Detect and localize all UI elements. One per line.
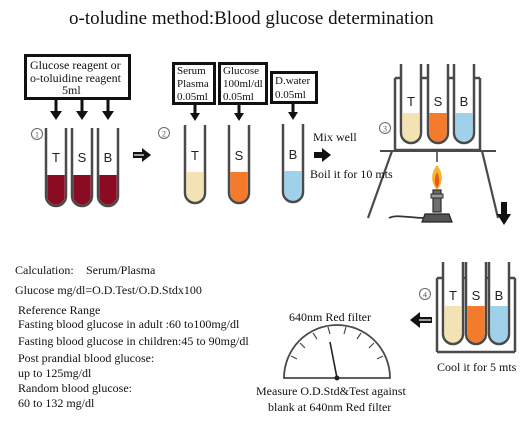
step4-number-badge: 4 [419, 288, 431, 300]
tube-2-blank: B [281, 124, 305, 204]
serum-volume: 0.05ml [177, 91, 208, 103]
bunsen-burner [388, 165, 453, 223]
tube-1-standard: S [70, 128, 94, 208]
random-range: 60 to 132 mg/dl [18, 396, 95, 410]
boil-instruction: Boil it for 10 mts [310, 167, 393, 181]
fasting-adult-range: Fasting blood glucose in adult :60 to100… [18, 317, 240, 331]
tube-1-label: T [52, 150, 60, 165]
tube-4-label: T [449, 288, 457, 303]
step2-number-badge: 2 [158, 127, 170, 139]
step2-pipette-arrows [190, 104, 298, 121]
postprandial-heading: Post prandial blood glucose: [18, 351, 155, 365]
tube-4-standard: S [464, 262, 488, 346]
tube-3-label: T [407, 94, 415, 109]
tube-3-test: T [399, 64, 423, 145]
measure-line1: Measure O.D.Std&Test against [256, 384, 406, 398]
random-heading: Random blood glucose: [18, 381, 132, 395]
water-box: D.water 0.05ml [270, 71, 318, 104]
measure-line2: blank at 640nm Red filter [268, 400, 392, 414]
reagent-box: Glucose reagent or o-toluidine reagent 5… [24, 54, 131, 100]
tube-4-label: S [472, 288, 481, 303]
calculation-formula: Glucose mg/dl=O.D.Test/O.D.Stdx100 [15, 283, 202, 297]
arrow-step4-to-meter [410, 312, 432, 328]
tube-2-label: B [289, 147, 298, 162]
tube-4-blank: B [487, 262, 511, 346]
tube-2-test: T [183, 125, 207, 205]
tube-3-label: B [460, 94, 469, 109]
filter-label: 640nm Red filter [289, 310, 371, 324]
water-line1: D.water [275, 75, 311, 87]
tube-3-label: S [434, 94, 443, 109]
reference-range-heading: Reference Range [18, 303, 101, 317]
tube-4-test: T [441, 262, 465, 346]
glucose-volume: 0.05ml [223, 91, 254, 103]
calculation-label: Calculation: [15, 263, 74, 277]
tube-3-blank: B [452, 64, 476, 145]
fasting-children-range: Fasting blood glucose in children:45 to … [18, 334, 249, 348]
postprandial-range: up to 125mg/dl [18, 366, 92, 380]
step4-number: 4 [423, 291, 427, 300]
step3-number-badge: 3 [379, 122, 391, 134]
glucose-standard-box: Glucose 100ml/dl 0.05ml [218, 62, 268, 105]
tube-2-label: S [235, 148, 244, 163]
step3-number: 3 [383, 125, 387, 134]
tube-4-label: B [495, 288, 504, 303]
glucose-line2: 100ml/dl [223, 78, 263, 90]
step2-number: 2 [162, 130, 166, 139]
step1-number-badge: 1 [31, 128, 43, 140]
tube-3-standard: S [426, 64, 450, 145]
tube-2-label: T [191, 148, 199, 163]
serum-line2: Plasma [177, 78, 209, 90]
serum-line1: Serum [177, 65, 206, 77]
reagent-volume: 5ml [62, 83, 81, 98]
tube-1-test: T [44, 128, 68, 208]
cool-instruction: Cool it for 5 mts [437, 360, 517, 374]
tube-1-label: B [104, 150, 113, 165]
photometer-dial [283, 324, 391, 381]
tube-1-label: S [78, 150, 87, 165]
mix-instruction: Mix well [313, 130, 357, 144]
arrow-step1-to-step2 [133, 148, 151, 162]
step1-reagent-arrows [50, 100, 114, 120]
reagent-line1: Glucose reagent or [30, 58, 121, 72]
step1-number: 1 [35, 131, 39, 140]
calculation-sample: Serum/Plasma [86, 263, 156, 277]
tube-2-standard: S [227, 125, 251, 205]
page-title: o-toludine method:Blood glucose determin… [69, 8, 434, 29]
glucose-line1: Glucose [223, 65, 260, 77]
reagent-line2: o-toluidine reagent [30, 70, 121, 85]
tube-1-blank: B [96, 128, 120, 208]
water-volume: 0.05ml [275, 89, 306, 101]
serum-box: Serum Plasma 0.05ml [172, 62, 216, 105]
arrow-step2-to-step3 [314, 148, 331, 162]
arrow-step3-to-step4 [497, 202, 511, 225]
